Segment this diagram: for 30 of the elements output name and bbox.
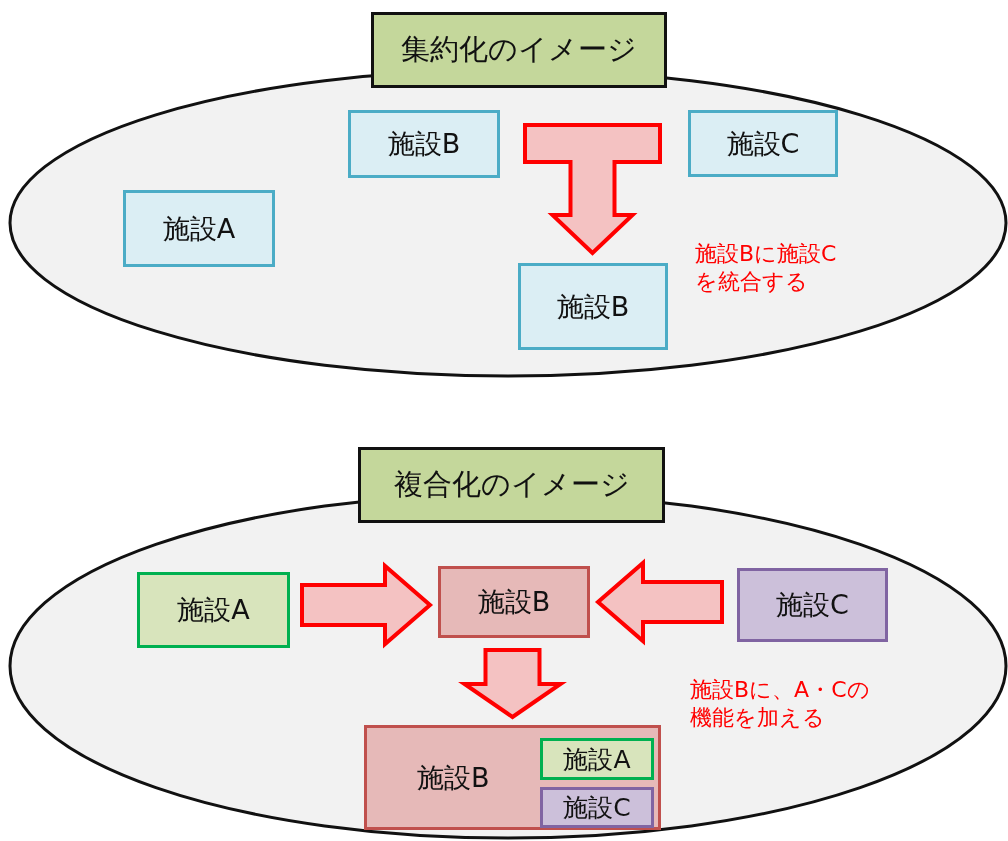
facility-box [123, 190, 275, 267]
facility-box [364, 725, 661, 830]
facility-label: 施設A [563, 743, 631, 776]
facility-box [438, 566, 590, 638]
facility-label: 施設B [477, 585, 551, 619]
facility-box [137, 572, 290, 648]
block-arrow [594, 558, 724, 646]
facility-label: 施設C [776, 588, 849, 622]
facility-box [737, 568, 888, 642]
block-arrow [300, 561, 434, 649]
note-text: 施設Bに、A・Cの機能を加える [690, 676, 871, 732]
facility-box [518, 263, 668, 350]
note-text: 施設Bに施設Cを統合する [695, 240, 838, 296]
facility-label: 施設C [563, 792, 631, 824]
facility-label: 施設B [417, 760, 490, 795]
facility-label: 施設B [556, 289, 630, 324]
facility-label: 施設A [162, 211, 236, 246]
facility-label: 施設C [726, 126, 800, 161]
title-box [371, 12, 667, 88]
title-box [358, 447, 665, 523]
title-text: 集約化のイメージ [401, 31, 637, 68]
facility-box [540, 787, 654, 828]
facility-label: 施設B [387, 127, 461, 161]
block-arrow [458, 648, 567, 720]
block-arrow [523, 123, 662, 256]
facility-label: 施設A [177, 593, 250, 627]
facility-box [540, 738, 654, 780]
facility-box [348, 110, 500, 178]
facility-box [688, 110, 838, 177]
title-text: 複合化のイメージ [393, 466, 630, 503]
